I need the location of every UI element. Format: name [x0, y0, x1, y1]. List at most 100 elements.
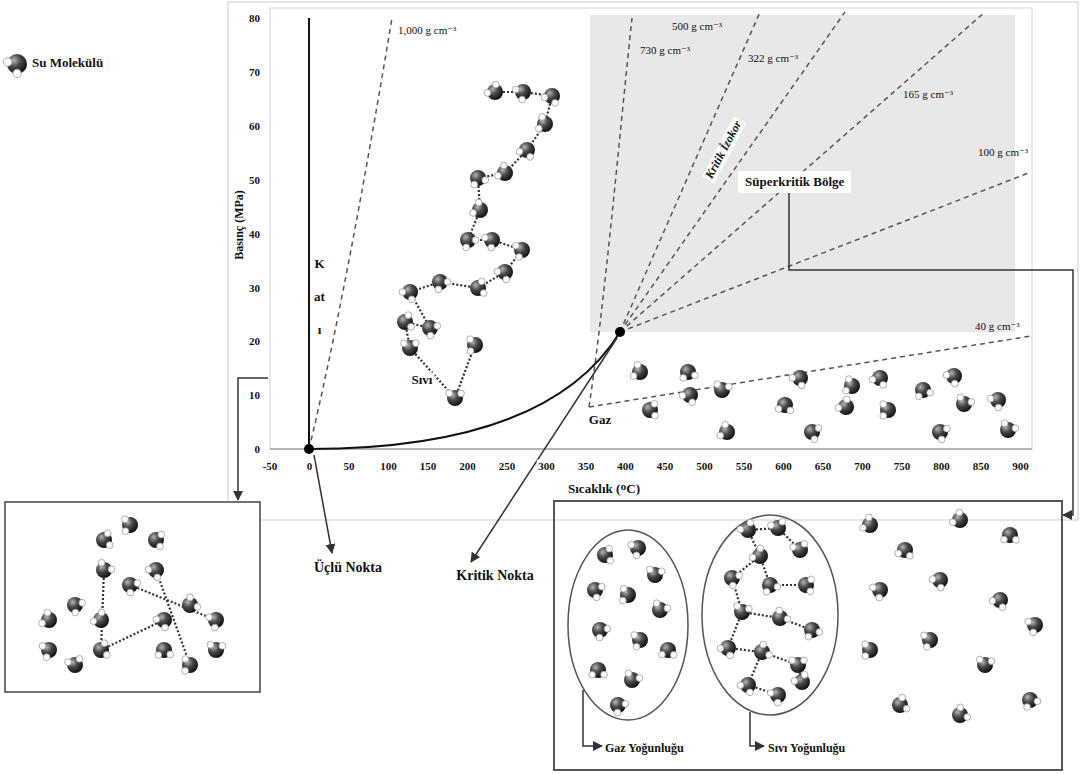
water-molecule: [122, 516, 138, 535]
hydrogen-atom: [596, 634, 603, 641]
water-molecule: [804, 622, 823, 640]
tick-label: 150: [418, 460, 439, 473]
hydrogen-atom: [906, 552, 913, 559]
water-molecule: [775, 397, 794, 414]
hydrogen-atom: [633, 643, 640, 650]
water-molecule: [460, 232, 479, 251]
hydrogen-atom: [413, 340, 420, 347]
node-text: Süperkritik Bölge: [745, 174, 844, 190]
hydrogen-atom: [860, 524, 867, 531]
hydrogen-atom: [927, 389, 934, 396]
hydrogen-atom: [790, 544, 797, 551]
water-molecule: [987, 392, 1006, 411]
hydrogen-atom: [467, 348, 474, 355]
water-molecule: [494, 264, 513, 283]
water-molecule: [880, 401, 896, 420]
hydrogen-bond: [130, 585, 216, 620]
hydrogen-atom: [434, 322, 441, 329]
hydrogen-atom: [598, 583, 605, 590]
solid-leader: [238, 378, 268, 500]
hydrogen-atom: [807, 588, 814, 595]
hydrogen-atom: [943, 372, 950, 379]
water-molecule: [921, 632, 938, 650]
hydrogen-atom: [766, 652, 773, 659]
hydrogen-atom: [844, 396, 851, 403]
water-molecule: [148, 531, 165, 550]
region-label: Gaz: [587, 413, 613, 428]
hydrogen-atom: [182, 656, 189, 663]
hydrogen-atom: [775, 406, 782, 413]
water-molecule: [422, 320, 441, 339]
hydrogen-atom: [625, 670, 632, 677]
hydrogen-atom: [659, 651, 666, 658]
tick-label: 30: [247, 281, 262, 294]
water-molecule: [915, 382, 933, 400]
tick-label: 650: [813, 460, 834, 473]
hydrogen-atom: [921, 632, 928, 639]
hydrogen-atom: [988, 658, 995, 665]
x-axis: [270, 449, 1032, 450]
density-box: Gaz YoğunluğuSıvı Yoğunluğu: [553, 500, 1063, 771]
hydrogen-atom: [631, 632, 638, 639]
liquid-density-ellipse: [702, 515, 838, 715]
water-molecule: [90, 609, 109, 628]
hydrogen-atom: [601, 671, 608, 678]
hydrogen-atom: [90, 618, 97, 625]
water-molecule: [989, 592, 1008, 611]
connector-arrow: [789, 193, 1073, 515]
water-molecule: [862, 641, 878, 660]
hydrogen-atom: [604, 625, 611, 632]
legend-text: Su Molekülü: [32, 55, 103, 70]
water-molecule: [512, 242, 530, 260]
hydrogen-atom: [620, 597, 627, 604]
tick-label: 600: [773, 460, 794, 473]
hydrogen-atom: [134, 580, 141, 587]
hydrogen-atom: [664, 605, 671, 612]
hydrogen-atom: [843, 387, 850, 394]
hydrogen-atom: [539, 114, 546, 121]
hydrogen-atom: [869, 376, 876, 383]
hydrogen-atom: [162, 624, 169, 631]
water-molecule: [39, 642, 57, 661]
water-molecule: [749, 545, 768, 564]
water-molecule: [96, 559, 115, 578]
hydrogen-atom: [717, 432, 724, 439]
tick-label: 60: [247, 119, 262, 132]
hydrogen-atom: [636, 675, 643, 682]
hydrogen-atom: [734, 603, 741, 610]
tick-label: 100: [378, 460, 399, 473]
water-molecule: [869, 582, 888, 601]
hydrogen-atom: [949, 519, 956, 526]
isochore-label: 322 g cm⁻³: [748, 52, 798, 65]
hydrogen-atom: [749, 554, 756, 561]
hydrogen-atom: [634, 361, 641, 368]
water-molecule: [399, 284, 418, 303]
hydrogen-atom: [776, 607, 783, 614]
hydrogen-atom: [725, 383, 732, 390]
hydrogen-atom: [552, 100, 559, 107]
hydrogen-atom: [1012, 425, 1019, 432]
axis-title: Sıcaklık (ᴼC): [568, 482, 640, 497]
hydrogen-atom: [737, 682, 744, 689]
hydrogen-atom: [964, 714, 971, 721]
water-molecule: [397, 312, 414, 330]
water-molecule: [737, 519, 756, 538]
hydrogen-atom: [692, 372, 699, 379]
hydrogen-atom: [401, 340, 408, 347]
hydrogen-atom: [727, 652, 734, 659]
node-text: Gaz Yoğunluğu: [605, 741, 684, 756]
hydrogen-atom: [845, 376, 852, 383]
hydrogen-atom: [680, 375, 687, 382]
isochore-label: 730 g cm⁻³: [640, 44, 690, 57]
hydrogen-atom: [589, 671, 596, 678]
hydrogen-atom: [481, 234, 488, 241]
hydrogen-atom: [620, 585, 627, 592]
hydrogen-atom: [1034, 698, 1041, 705]
region-label: Sıvı: [410, 373, 435, 388]
hydrogen-atom: [956, 509, 963, 516]
hydrogen-atom: [427, 332, 434, 339]
region-label: Katı: [313, 247, 326, 346]
hydrogen-atom: [1001, 536, 1008, 543]
gas-density-bracket: [583, 690, 602, 746]
hydrogen-atom: [747, 519, 754, 526]
